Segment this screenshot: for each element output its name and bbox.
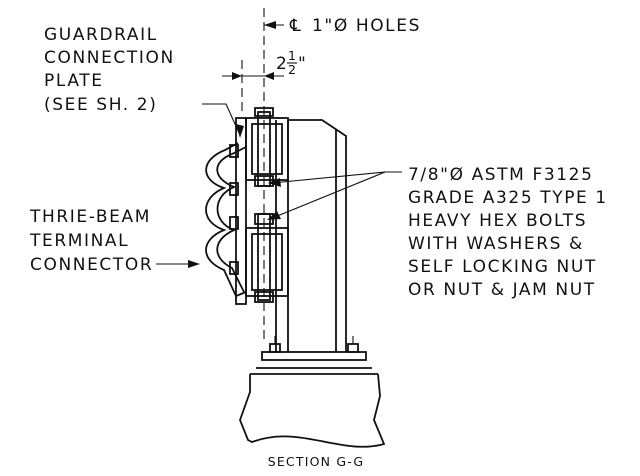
section-title: SECTION G-G: [268, 454, 365, 469]
plate-body: [235, 117, 247, 305]
bolt-leader-upper: [271, 171, 402, 184]
base-assembly: [250, 336, 378, 375]
concrete-foundation: [239, 373, 386, 448]
spacing-dimension-text: 2 1 2 ": [276, 48, 307, 77]
bolt-label-line1: 7/8"Ø ASTM F3125: [408, 165, 593, 185]
spacing-denominator: 2: [288, 62, 297, 77]
plate-label-line2: CONNECTION: [44, 48, 175, 68]
thrie-beam-section: [205, 142, 247, 297]
connection-plate: [229, 117, 247, 305]
centerline-symbol: ℄: [289, 16, 303, 36]
bolt-label-line2: GRADE A325 TYPE 1: [408, 188, 608, 208]
connector-label-line2: TERMINAL: [29, 231, 129, 251]
connector-label-line1: THRIE-BEAM: [29, 207, 151, 227]
base-plate: [261, 351, 367, 361]
bolt-label-line6: OR NUT & JAM NUT: [408, 280, 596, 300]
spacing-whole: 2: [276, 54, 288, 74]
foundation-outline: [239, 373, 386, 448]
steel-post: [275, 119, 347, 352]
bolt-head-4: [229, 261, 239, 275]
spacing-numerator: 1: [288, 48, 297, 63]
upper-spacer-inner: [251, 123, 283, 175]
centerline-dimension: [222, 8, 284, 340]
lower-nut-top: [254, 213, 274, 225]
post-back-flange: [288, 119, 347, 352]
plate-label-line3: PLATE: [44, 71, 104, 91]
bolt-head-1: [229, 144, 239, 158]
upper-nut-bottom: [254, 175, 274, 187]
bolt-head-2: [229, 182, 239, 196]
spacing-arrow-left: [232, 72, 242, 80]
plate-leader: [202, 103, 241, 136]
lower-spacer-inner: [251, 233, 283, 291]
bolt-label: 7/8"Ø ASTM F3125 GRADE A325 TYPE 1 HEAVY…: [267, 165, 608, 300]
plate-label: GUARDRAIL CONNECTION PLATE (SEE SH. 2): [44, 25, 244, 138]
spacing-inch-mark: ": [298, 54, 307, 74]
bolt-leader-lower: [269, 171, 386, 220]
spacing-arrow-right: [264, 72, 274, 80]
plate-label-line4: (SEE SH. 2): [44, 95, 157, 115]
thrie-beam-inner: [216, 146, 247, 293]
bolt-head-3: [229, 216, 239, 230]
lower-nut-bottom: [254, 291, 274, 303]
spacer-blocks: [245, 107, 289, 303]
bolt-label-line5: SELF LOCKING NUT: [408, 257, 597, 277]
thrie-beam-end-cap: [235, 291, 247, 297]
holes-callout: 1"Ø HOLES: [312, 16, 421, 36]
bolt-label-line3: HEAVY HEX BOLTS: [408, 211, 587, 231]
connector-leader-arrow: [188, 260, 200, 268]
connector-label: THRIE-BEAM TERMINAL CONNECTOR: [29, 207, 200, 275]
anchor-nut-left: [269, 343, 281, 353]
holes-arrow: [264, 21, 276, 29]
plate-label-line1: GUARDRAIL: [44, 25, 158, 45]
anchor-nut-right: [347, 343, 359, 353]
thrie-beam-outer: [205, 142, 239, 297]
upper-nut-top: [254, 107, 274, 117]
bolt-label-line4: WITH WASHERS &: [408, 234, 584, 254]
plate-leader-arrow: [236, 124, 244, 138]
connector-label-line3: CONNECTOR: [30, 255, 153, 275]
